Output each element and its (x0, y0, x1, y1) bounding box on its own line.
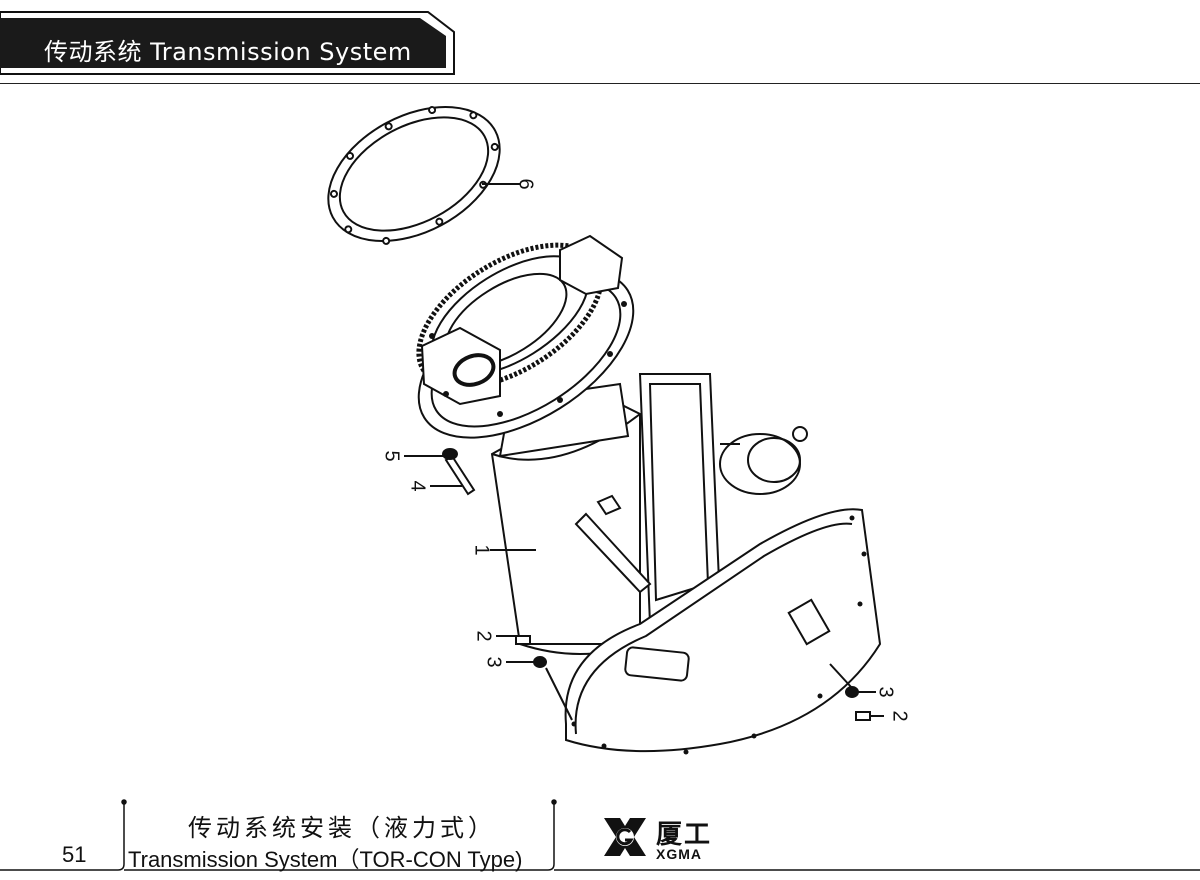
callout-2-right: 2 (888, 710, 911, 722)
callout-4: 4 (406, 480, 429, 492)
exploded-view-drawing: 6 5 4 1 2 3 3 2 (0, 84, 1200, 784)
part-6-gasket (327, 106, 501, 245)
transmission-illustration (327, 106, 884, 755)
header-divider (0, 83, 1200, 84)
gear-assembly (416, 234, 635, 439)
banner-shape (0, 11, 455, 75)
xgma-logo-icon (604, 818, 646, 856)
page-number: 51 (62, 842, 87, 867)
figure-caption-chinese: 传动系统安装（液力式） (188, 814, 496, 842)
brand-name-english: XGMA (656, 846, 702, 862)
callout-6: 6 (514, 178, 537, 190)
brand-name-chinese: 厦工 (656, 820, 713, 850)
header-banner: 传动系统 Transmission System (0, 8, 460, 80)
callout-1: 1 (470, 544, 493, 556)
leader-3-right-ext (829, 663, 853, 689)
callout-5: 5 (380, 450, 403, 462)
page-title: 传动系统 Transmission System (44, 38, 412, 66)
footer-rules (0, 799, 1200, 871)
callout-2-left: 2 (472, 630, 495, 642)
part-2-bolt-left (515, 635, 547, 668)
figure-caption-english: Transmission System（TOR-CON Type) (128, 847, 523, 872)
callout-3-right: 3 (874, 686, 897, 698)
leader-3-left-ext (545, 667, 573, 721)
part-1-housing (490, 373, 882, 755)
callout-3-left: 3 (482, 656, 505, 668)
page-footer: 51 传动系统安装（液力式） Transmission System（TOR-C… (0, 790, 1200, 880)
part-4-bolt (442, 448, 476, 496)
